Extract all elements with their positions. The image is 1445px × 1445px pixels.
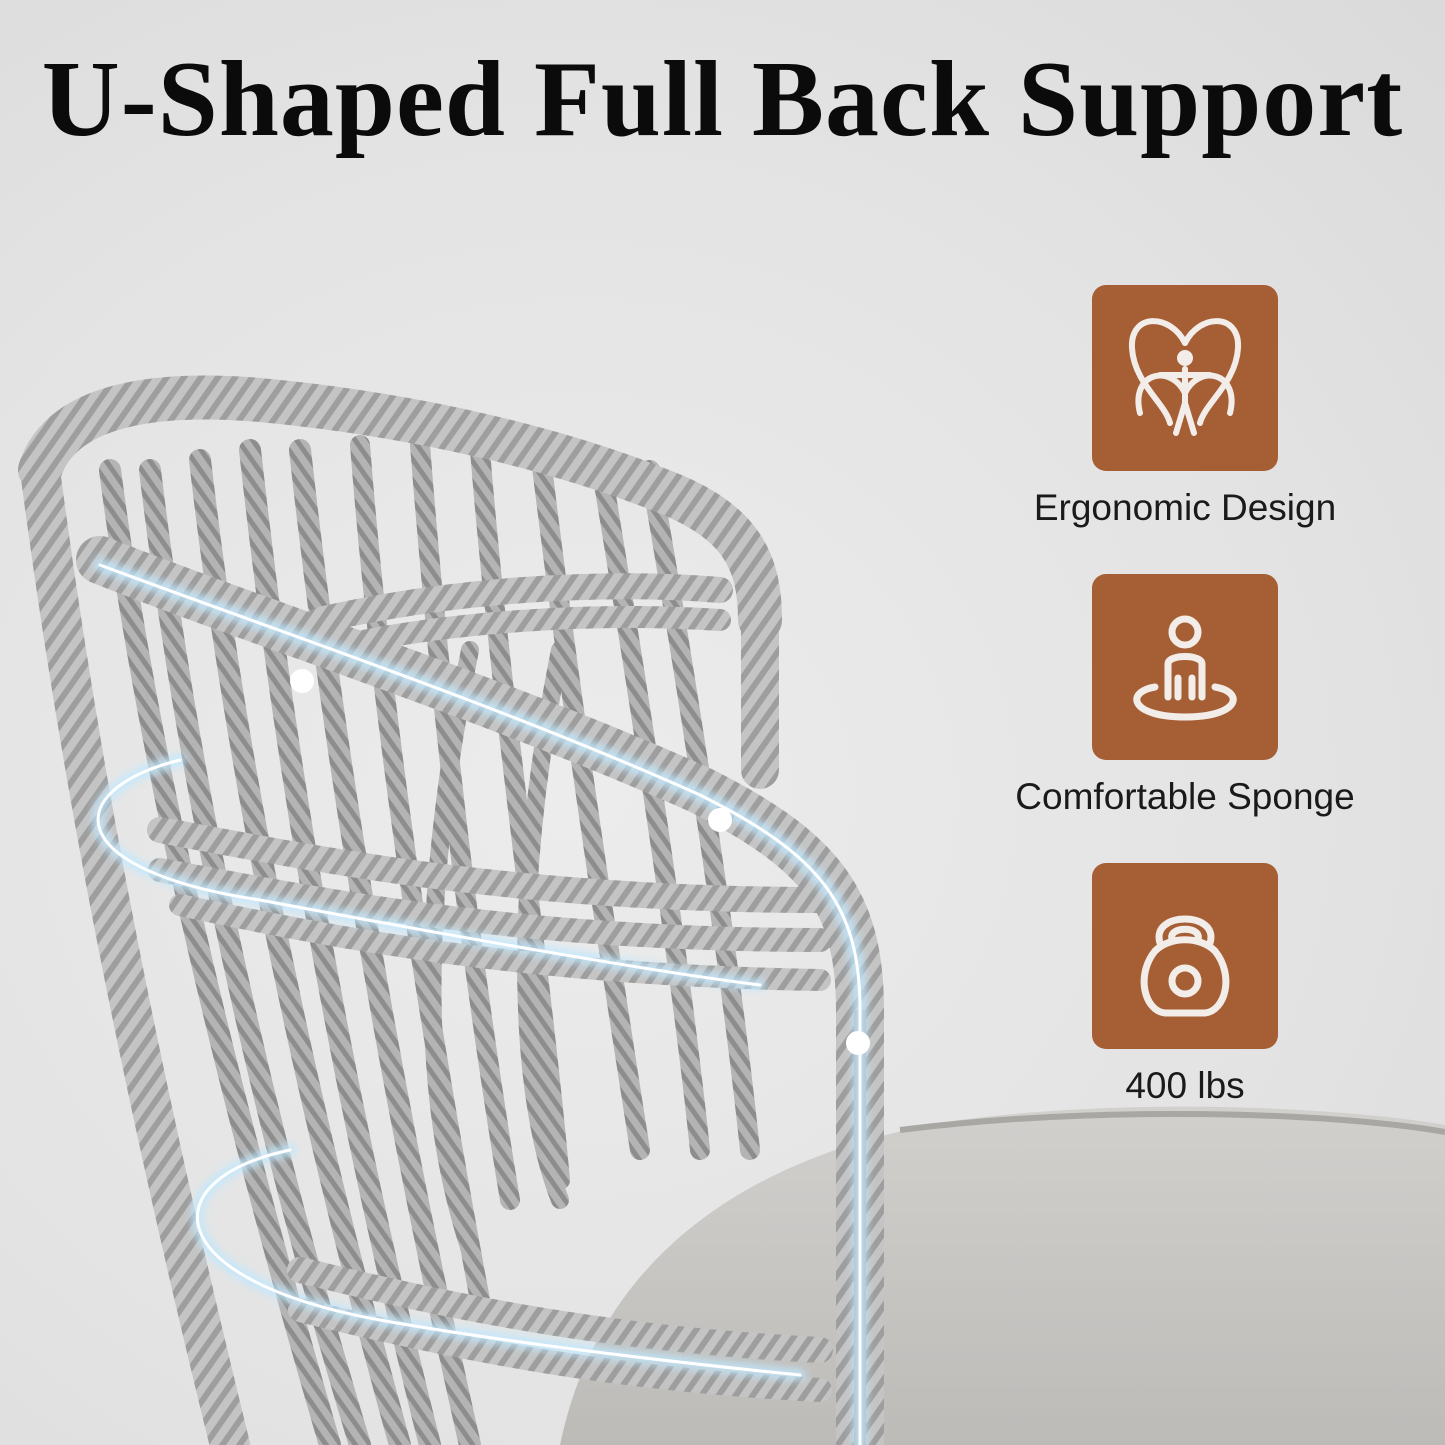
support-glow-lines — [92, 558, 867, 1445]
top-rim — [18, 375, 782, 642]
horizontal-weave-bands — [147, 573, 833, 1402]
ergonomic-body-icon — [1092, 285, 1278, 471]
headline: U-Shaped Full Back Support — [41, 40, 1404, 159]
feature-label-capacity: 400 lbs — [1125, 1065, 1245, 1106]
glow-dots — [290, 669, 870, 1055]
outer-leg — [20, 450, 250, 1445]
feature-capacity: 400 lbs — [1000, 863, 1370, 1107]
kettlebell-icon — [1092, 863, 1278, 1049]
feature-label-ergonomic: Ergonomic Design — [1033, 487, 1337, 528]
feature-label-sponge: Comfortable Sponge — [1015, 776, 1355, 817]
cushion-front-edge — [899, 1110, 1445, 1135]
feature-sponge: Comfortable Sponge — [1000, 574, 1370, 818]
feature-ergonomic: Ergonomic Design — [1000, 285, 1370, 529]
person-on-cushion-icon — [1092, 574, 1278, 760]
seat-cushion — [560, 1106, 1445, 1445]
